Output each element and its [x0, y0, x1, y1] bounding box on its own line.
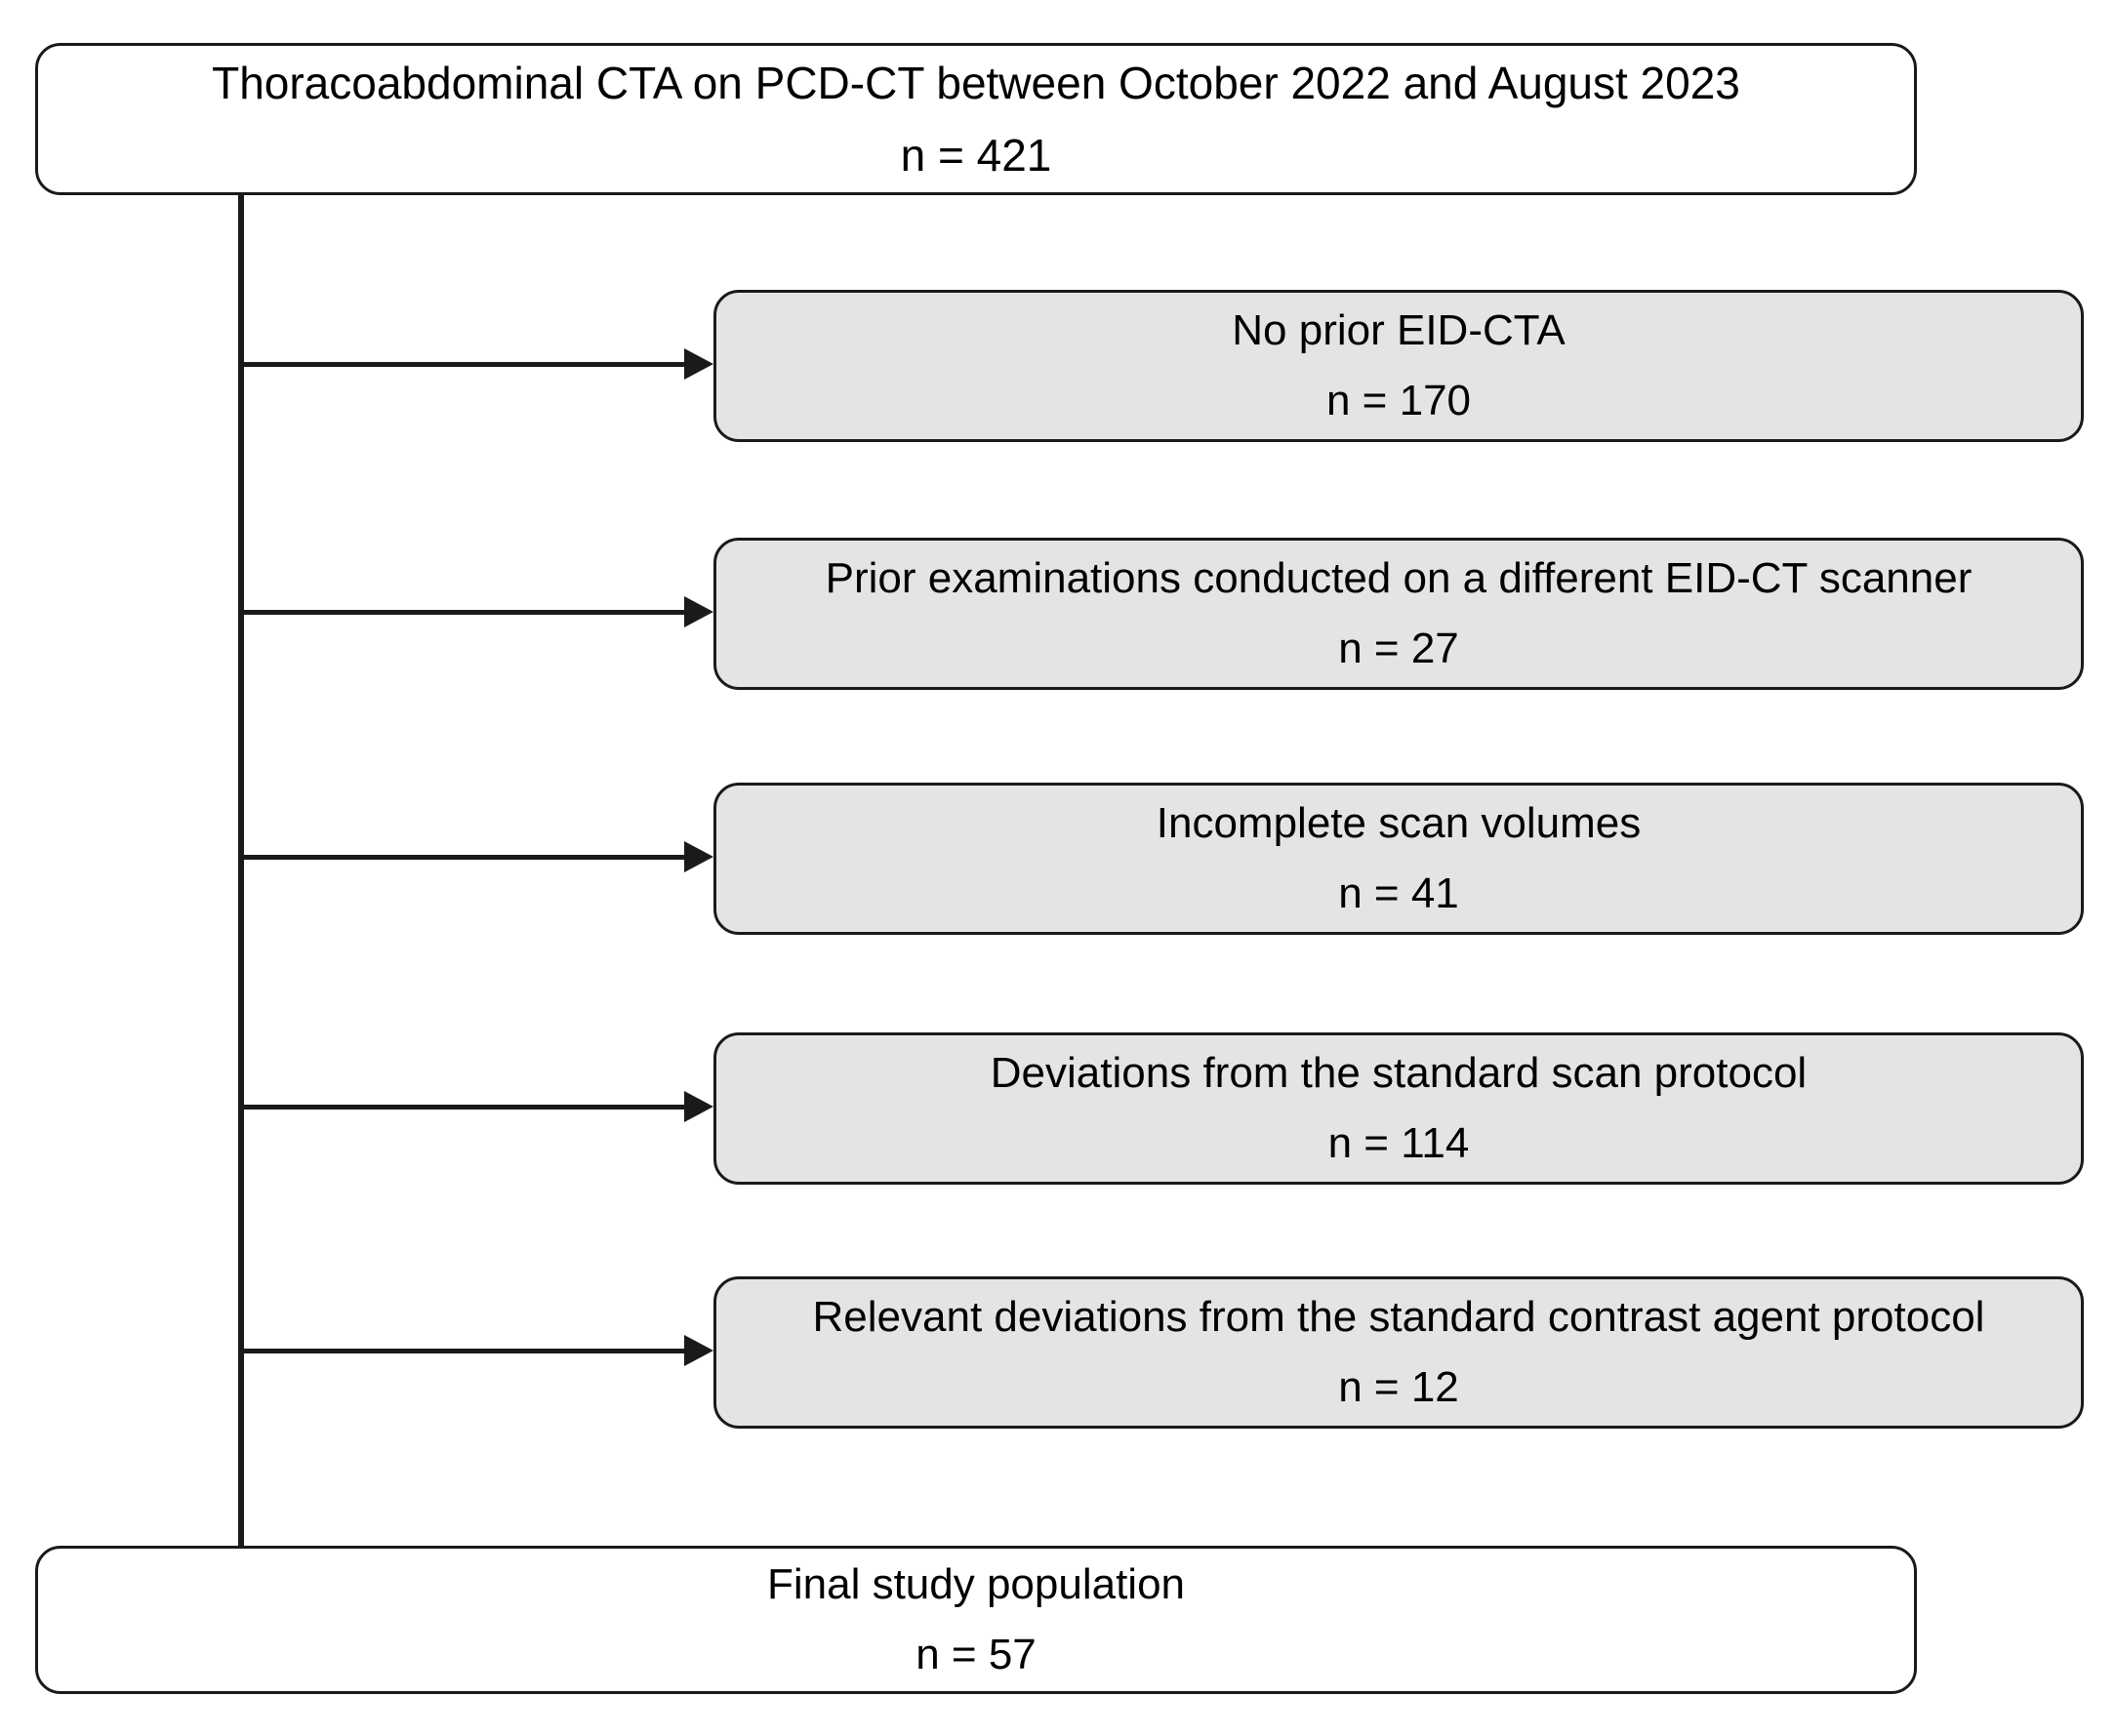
- exclusion-count-2: n = 27: [1338, 625, 1459, 672]
- branch-arrowhead-2: [684, 596, 713, 627]
- exclusion-count-3: n = 41: [1338, 869, 1459, 917]
- exclusion-count-4: n = 114: [1327, 1119, 1470, 1167]
- exclusion-count-5: n = 12: [1338, 1363, 1459, 1411]
- exclusion-label-1: No prior EID-CTA: [1232, 306, 1566, 355]
- result-node-count: n = 57: [916, 1631, 1037, 1678]
- source-node: Thoracoabdominal CTA on PCD-CT between O…: [35, 43, 1917, 195]
- branch-arrowhead-3: [684, 841, 713, 872]
- source-node-count: n = 421: [900, 130, 1052, 181]
- branch-arrowhead-5: [684, 1335, 713, 1366]
- branch-arrowhead-4: [684, 1091, 713, 1122]
- branch-line-2: [242, 610, 686, 615]
- exclusion-node-1: No prior EID-CTA n = 170: [713, 290, 2084, 442]
- branch-line-3: [242, 855, 686, 860]
- source-node-label: Thoracoabdominal CTA on PCD-CT between O…: [212, 57, 1740, 108]
- branch-line-1: [242, 362, 686, 367]
- branch-line-4: [242, 1105, 686, 1110]
- result-node: Final study population n = 57: [35, 1546, 1917, 1694]
- exclusion-label-5: Relevant deviations from the standard co…: [812, 1293, 1985, 1342]
- exclusion-label-3: Incomplete scan volumes: [1156, 799, 1642, 848]
- exclusion-node-4: Deviations from the standard scan protoc…: [713, 1032, 2084, 1185]
- main-spine: [238, 195, 244, 1548]
- exclusion-label-4: Deviations from the standard scan protoc…: [990, 1049, 1808, 1098]
- result-node-label: Final study population: [766, 1560, 1186, 1609]
- exclusion-count-1: n = 170: [1325, 377, 1472, 424]
- exclusion-label-2: Prior examinations conducted on a differ…: [825, 554, 1973, 603]
- branch-line-5: [242, 1349, 686, 1353]
- exclusion-node-5: Relevant deviations from the standard co…: [713, 1276, 2084, 1429]
- branch-arrowhead-1: [684, 348, 713, 380]
- exclusion-node-3: Incomplete scan volumes n = 41: [713, 783, 2084, 935]
- exclusion-node-2: Prior examinations conducted on a differ…: [713, 538, 2084, 690]
